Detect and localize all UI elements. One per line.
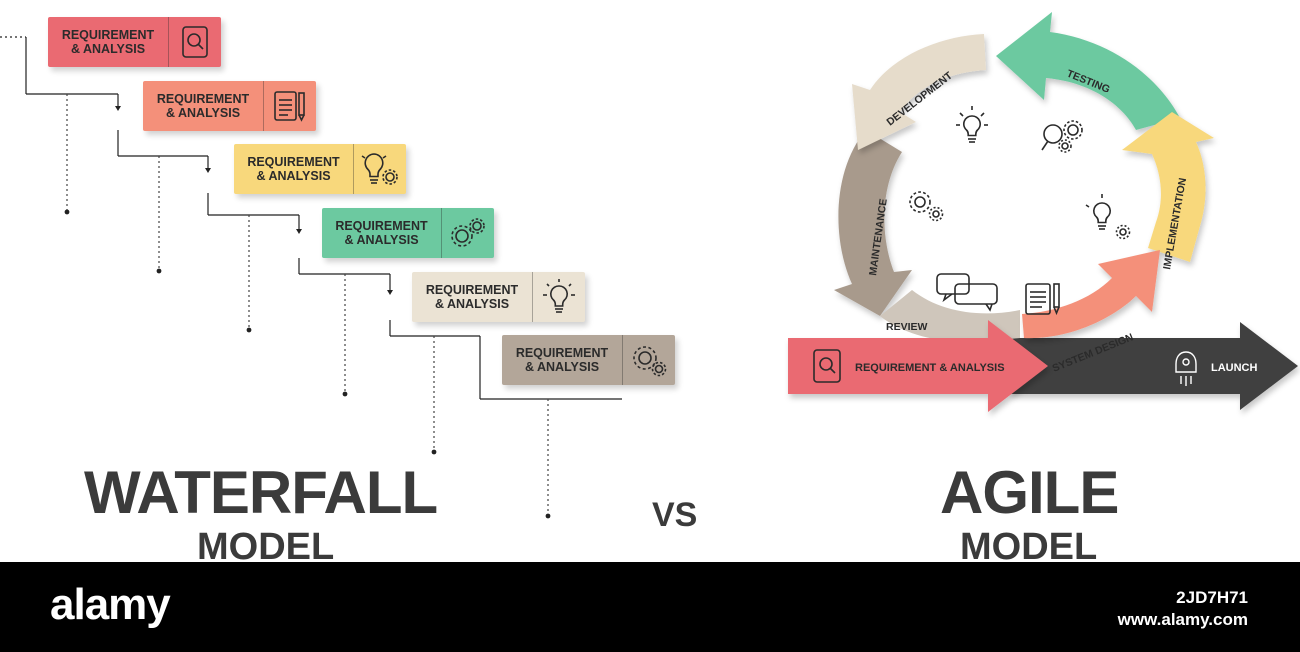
lightbulb-icon [956,106,988,143]
step-label: REQUIREMENT& ANALYSIS [515,346,609,374]
waterfall-title: WATERFALL [84,459,438,526]
notepad-pencil-icon [1025,283,1060,316]
review-segment [880,290,1020,343]
waterfall-step-3: REQUIREMENT& ANALYSIS [234,144,406,194]
gears-icon [622,335,675,385]
lightbulb-gear-icon [1085,194,1131,240]
testing-arrow [996,12,1180,130]
review-label: REVIEW [886,321,928,333]
gears-icon [441,208,494,258]
chat-bubbles-icon [936,273,998,312]
search-document-icon [168,17,221,67]
lightbulb-icon [532,272,585,322]
agile-title: AGILE [940,459,1119,526]
site-url: www.alamy.com [1117,610,1248,629]
gears-icon [909,191,944,222]
notepad-pencil-icon [263,81,316,131]
waterfall-step-1: REQUIREMENT& ANALYSIS [48,17,221,67]
development-arrow [852,34,986,150]
step-label: REQUIREMENT& ANALYSIS [61,28,155,56]
waterfall-step-2: REQUIREMENT& ANALYSIS [143,81,316,131]
launch-label: LAUNCH [1211,362,1257,374]
agile-cycle: DEVELOPMENT TESTING IMPLEMENTATION SYSTE… [788,12,1298,412]
waterfall-step-5: REQUIREMENT& ANALYSIS [412,272,585,322]
waterfall-step-4: REQUIREMENT& ANALYSIS [322,208,494,258]
launch-arrow [1010,322,1298,410]
step-label: REQUIREMENT& ANALYSIS [156,92,250,120]
waterfall-subtitle: MODEL [197,526,335,568]
step-label: REQUIREMENT& ANALYSIS [247,155,340,183]
rocket-icon [1175,351,1197,386]
requirement-label: REQUIREMENT & ANALYSIS [855,362,1005,374]
requirement-arrow [788,320,1048,412]
footer-bar: alamy 2JD7H71 www.alamy.com [0,562,1300,652]
step-label: REQUIREMENT& ANALYSIS [335,219,428,247]
implementation-arrow [1122,112,1214,262]
system-design-arrow [1022,250,1160,339]
brand-logo: alamy [50,580,171,629]
waterfall-step-6: REQUIREMENT& ANALYSIS [502,335,675,385]
search-document-icon [813,349,841,383]
lightbulb-gear-icon [353,144,406,194]
image-id: 2JD7H71 [1176,588,1248,607]
vs-label: VS [652,496,698,534]
step-label: REQUIREMENT& ANALYSIS [425,283,519,311]
agile-subtitle: MODEL [960,526,1098,568]
maintenance-arrow [834,130,912,316]
waterfall-connectors [0,36,622,519]
search-gears-icon [1041,120,1083,153]
